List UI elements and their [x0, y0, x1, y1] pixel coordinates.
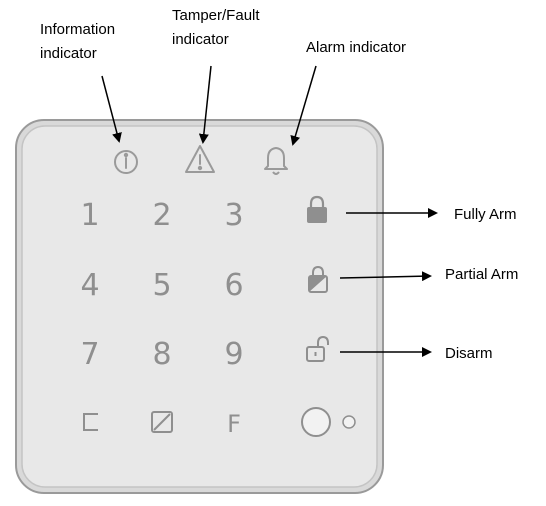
circle-button-icon[interactable] [301, 407, 331, 437]
key-6[interactable]: 6 [224, 268, 243, 303]
disarm-label: Disarm [445, 345, 493, 362]
key-1[interactable]: 1 [80, 198, 99, 233]
keypad-panel [15, 119, 384, 494]
fully-arm-label: Fully Arm [454, 206, 517, 223]
information-arrow [101, 75, 122, 143]
small-circle-led-icon [342, 415, 356, 429]
alarm-arrow [290, 65, 317, 146]
warning-triangle-icon [185, 145, 215, 173]
key-7[interactable]: 7 [80, 337, 99, 372]
slash-box-icon[interactable] [151, 411, 173, 433]
key-9[interactable]: 9 [224, 337, 243, 372]
tamper-fault-indicator-label: Tamper/Fault indicator [172, 7, 260, 48]
bell-icon [264, 147, 288, 175]
alarm-indicator-label: Alarm indicator [306, 39, 407, 56]
lock-partial-icon[interactable] [308, 265, 328, 293]
key-3[interactable]: 3 [224, 198, 243, 233]
lock-open-icon[interactable] [306, 335, 329, 362]
key-8[interactable]: 8 [152, 337, 171, 372]
key-2[interactable]: 2 [152, 198, 171, 233]
key-5[interactable]: 5 [152, 268, 171, 303]
key-4[interactable]: 4 [80, 268, 99, 303]
info-circle-icon [114, 150, 138, 174]
clear-key-icon[interactable] [83, 413, 98, 431]
lock-closed-icon[interactable] [307, 195, 327, 223]
key-f[interactable]: F [227, 410, 241, 438]
partial-arm-label: Partial Arm [445, 266, 519, 283]
information-indicator-label: Information indicator [40, 21, 116, 62]
partial-arm-arrow [339, 271, 432, 282]
tamper-arrow [198, 65, 212, 144]
